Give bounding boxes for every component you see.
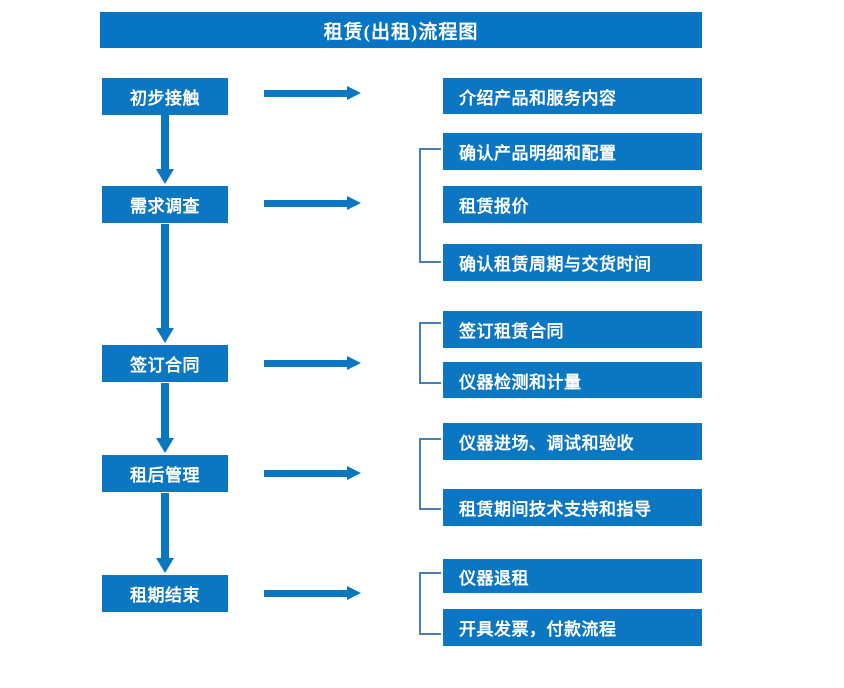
- detail-box-4[interactable]: 确认租赁周期与交货时间: [443, 244, 702, 281]
- right-arrow-icon-4: [264, 465, 362, 481]
- right-arrow-icon-5: [264, 585, 362, 601]
- right-arrow-icon-1: [264, 85, 362, 101]
- down-arrow-icon-3: [155, 383, 175, 454]
- detail-label: 仪器检测和计量: [459, 372, 582, 392]
- flowchart-title: 租赁(出租)流程图: [100, 12, 702, 48]
- stage-label: 签订合同: [130, 356, 200, 375]
- detail-box-3[interactable]: 租赁报价: [443, 186, 702, 223]
- group-bracket-2: [418, 322, 442, 384]
- group-bracket-4: [418, 572, 442, 635]
- stage-box-1[interactable]: 初步接触: [102, 78, 228, 115]
- detail-label: 介绍产品和服务内容: [459, 88, 617, 108]
- detail-label: 确认租赁周期与交货时间: [459, 255, 652, 274]
- detail-label: 确认产品明细和配置: [459, 144, 617, 163]
- detail-box-7[interactable]: 仪器进场、调试和验收: [443, 423, 702, 460]
- down-arrow-icon-4: [155, 493, 175, 574]
- detail-box-9[interactable]: 仪器退租: [443, 559, 702, 593]
- detail-label: 租赁期间技术支持和指导: [459, 500, 652, 519]
- detail-box-5[interactable]: 签订租赁合同: [443, 311, 702, 348]
- detail-box-1[interactable]: 介绍产品和服务内容: [443, 78, 702, 114]
- detail-label: 租赁报价: [459, 197, 529, 216]
- detail-label: 签订租赁合同: [459, 322, 564, 341]
- group-bracket-1: [418, 148, 442, 263]
- down-arrow-icon-2: [155, 224, 175, 344]
- stage-box-2[interactable]: 需求调查: [102, 186, 228, 223]
- stage-label: 需求调查: [130, 197, 200, 216]
- down-arrow-icon-1: [155, 115, 175, 185]
- detail-box-2[interactable]: 确认产品明细和配置: [443, 133, 702, 170]
- detail-box-6[interactable]: 仪器检测和计量: [443, 362, 702, 398]
- stage-label: 初步接触: [130, 89, 200, 108]
- detail-box-8[interactable]: 租赁期间技术支持和指导: [443, 489, 702, 526]
- right-arrow-icon-2: [264, 195, 362, 211]
- detail-label: 仪器进场、调试和验收: [459, 434, 634, 453]
- right-arrow-icon-3: [264, 355, 362, 371]
- stage-box-5[interactable]: 租期结束: [102, 575, 228, 612]
- stage-label: 租后管理: [130, 466, 200, 485]
- detail-box-10[interactable]: 开具发票，付款流程: [443, 609, 702, 646]
- stage-box-3[interactable]: 签订合同: [102, 345, 228, 382]
- stage-label: 租期结束: [130, 586, 200, 605]
- detail-label: 仪器退租: [459, 568, 529, 588]
- detail-label: 开具发票，付款流程: [459, 620, 617, 639]
- stage-box-4[interactable]: 租后管理: [102, 455, 228, 492]
- group-bracket-3: [418, 438, 442, 510]
